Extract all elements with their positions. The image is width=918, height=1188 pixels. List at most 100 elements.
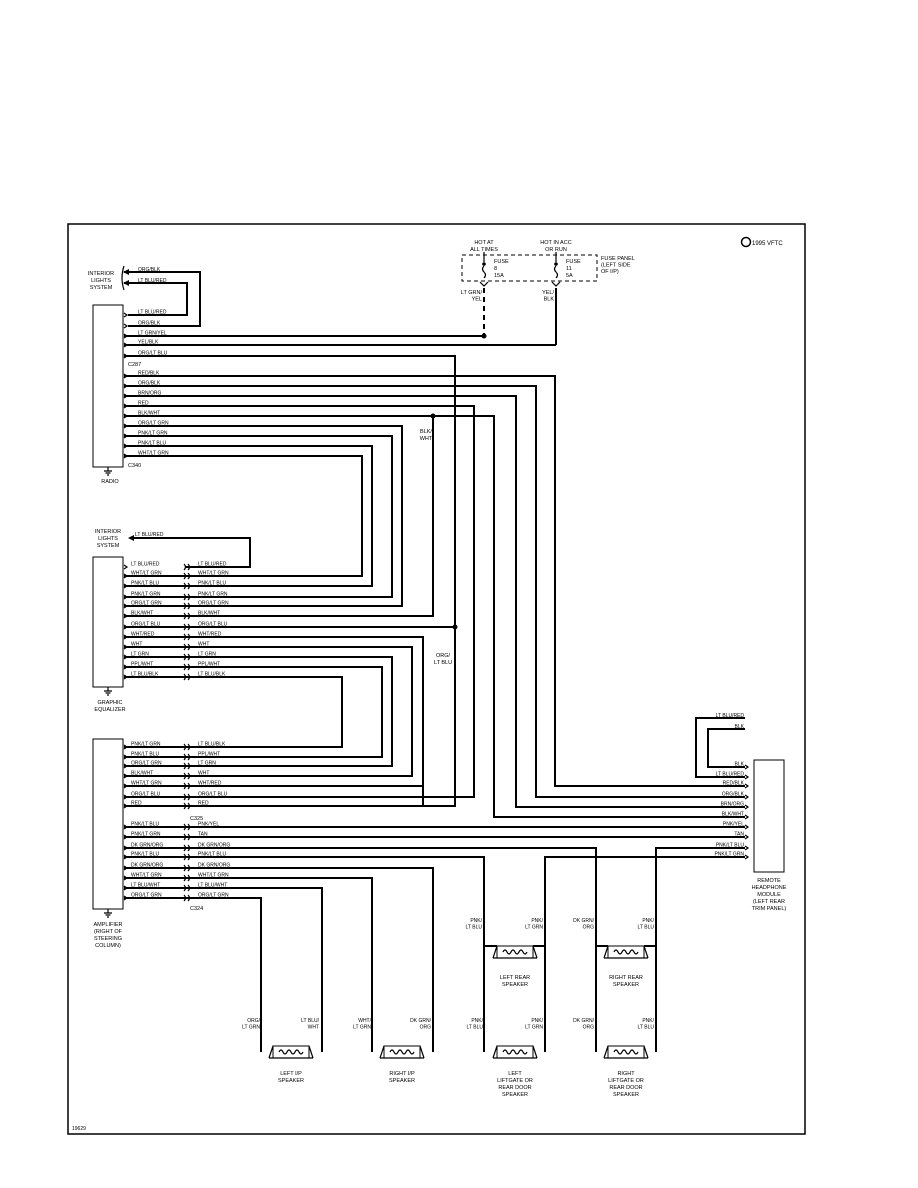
amplifier-wire-label-right: ORG/LT GRN	[198, 893, 229, 899]
equalizer-wire-label-left: WHT/RED	[131, 632, 155, 638]
speaker-coil-icon	[502, 1049, 528, 1055]
amplifier-box	[92, 738, 124, 910]
radio-wire	[124, 355, 456, 807]
amplifier-wire-label-right: RED	[198, 801, 209, 807]
amplifier-wire-label-left: WHT/LT GRN	[131, 781, 162, 787]
pnk-ltblu-rear	[124, 856, 485, 1052]
equalizer-wire-label-right: LT BLU/RED	[198, 562, 227, 568]
headphone-wire-label: RED/BLK	[723, 781, 745, 787]
speaker-wire-label-left: WHT/LT GRN	[353, 1018, 371, 1031]
pin-marker	[744, 824, 750, 830]
splice-org-ltblu-label: ORG/LT BLU	[434, 653, 452, 666]
pin-marker	[123, 744, 129, 750]
connector-mark	[183, 793, 191, 801]
pin-marker	[123, 794, 129, 800]
dkgrn-org-rip	[124, 867, 434, 1052]
equalizer-wire-label-right: WHT	[198, 642, 209, 648]
speaker-wire-label-right: PNK/LT BLU	[638, 1018, 655, 1031]
radio-wire-label: ORG/BLK	[138, 381, 161, 387]
amplifier-connector-c325: C325	[190, 816, 203, 822]
radio-wire-label: BRN/ORG	[138, 391, 161, 397]
equalizer-wire-label-left: LT BLU/BLK	[131, 672, 159, 678]
amplifier-wire-label-right: PNK/LT BLU	[198, 852, 227, 858]
amplifier-wire-label-right: DK GRN/ORG	[198, 863, 230, 869]
equalizer-wire-label-right: LT BLU/BLK	[198, 672, 226, 678]
radio-wire	[124, 455, 363, 577]
pin-marker	[123, 763, 129, 769]
ltblu-blk-run	[124, 676, 343, 748]
pin-marker	[744, 845, 750, 851]
amplifier-wire-label-left: DK GRN/ORG	[131, 863, 163, 869]
equalizer-wire-label-right: PNK/LT BLU	[198, 581, 227, 587]
connector-mark	[183, 802, 191, 810]
pin-marker	[744, 794, 750, 800]
equalizer-wire-label-left: BLK/WHT	[131, 611, 153, 617]
speaker-wire-label-right: PNK/LT BLU	[638, 918, 655, 931]
radio-wire-label: BLK/WHT	[138, 411, 160, 417]
diagram-frame	[67, 223, 806, 1135]
connector-mark	[183, 612, 191, 620]
speaker-wire-label-right: PNK/LT GRN	[525, 918, 543, 931]
fuse-panel-box	[461, 254, 598, 282]
rr-left-feed	[595, 935, 608, 947]
headphone-wire-label: TAN	[734, 832, 744, 838]
radio-wire	[124, 405, 475, 798]
radio-wire-label: YEL/BLK	[138, 340, 159, 346]
radio-wire	[124, 415, 745, 818]
fuse-wire-ltgrn-yel: LT GRN/YEL	[461, 290, 483, 303]
pin-marker	[123, 754, 129, 760]
equalizer-wire-label-left: LT BLU/RED	[131, 562, 160, 568]
amplifier-wire-label-right: WHT	[198, 771, 209, 777]
pin-marker	[123, 773, 129, 779]
connector-mark	[183, 753, 191, 761]
amplifier-wire-label-left: BLK/WHT	[131, 771, 153, 777]
connector-mark	[183, 772, 191, 780]
amplifier-wire-label-left: PNK/LT GRN	[131, 832, 161, 838]
headphone-wire-label: LT BLU/RED	[716, 772, 745, 778]
radio-wire	[124, 445, 373, 587]
speaker-wire-label-left: ORG/LT GRN	[242, 1018, 260, 1031]
radio-connector-c287: C287	[128, 362, 141, 368]
amplifier-wire-label-right: ORG/LT BLU	[198, 792, 228, 798]
pin-marker	[123, 573, 129, 579]
pin-marker	[744, 774, 750, 780]
radio-wire	[124, 375, 745, 787]
equalizer-ground-icon	[104, 690, 112, 696]
pin-marker	[123, 564, 129, 570]
radio-wire-label: ORG/LT BLU	[138, 351, 168, 357]
amplifier-wire-label-right: LT GRN	[198, 761, 216, 767]
svg-text:LT BLU/RED: LT BLU/RED	[138, 278, 167, 284]
amplifier-ground-icon	[104, 912, 112, 918]
equalizer-wire-label-left: PNK/LT GRN	[131, 592, 161, 598]
equalizer-wire-label-left: ORG/LT BLU	[131, 622, 161, 628]
pin-marker	[123, 323, 129, 329]
speaker-coil-icon	[613, 949, 639, 955]
radio-wire-label: PNK/LT BLU	[138, 441, 167, 447]
splice-blk-wht-label: BLK/WHT	[420, 429, 433, 442]
radio-wire-label: LT BLU/RED	[138, 310, 167, 316]
amplifier-wire-label-left: PNK/LT BLU	[131, 822, 160, 828]
amplifier-wire-label-left: PNK/LT BLU	[131, 852, 160, 858]
amplifier-wire-label-left: ORG/LT GRN	[131, 893, 162, 899]
radio-wire	[124, 435, 393, 598]
copyright-symbol-icon	[740, 236, 752, 248]
radio-label: RADIO	[101, 479, 119, 485]
connector-mark	[183, 572, 191, 580]
fuse-wire-yel-blk: YEL/BLK	[542, 290, 554, 303]
radio-wire	[124, 395, 745, 808]
radio-wire-label: RED/BLK	[138, 371, 160, 377]
